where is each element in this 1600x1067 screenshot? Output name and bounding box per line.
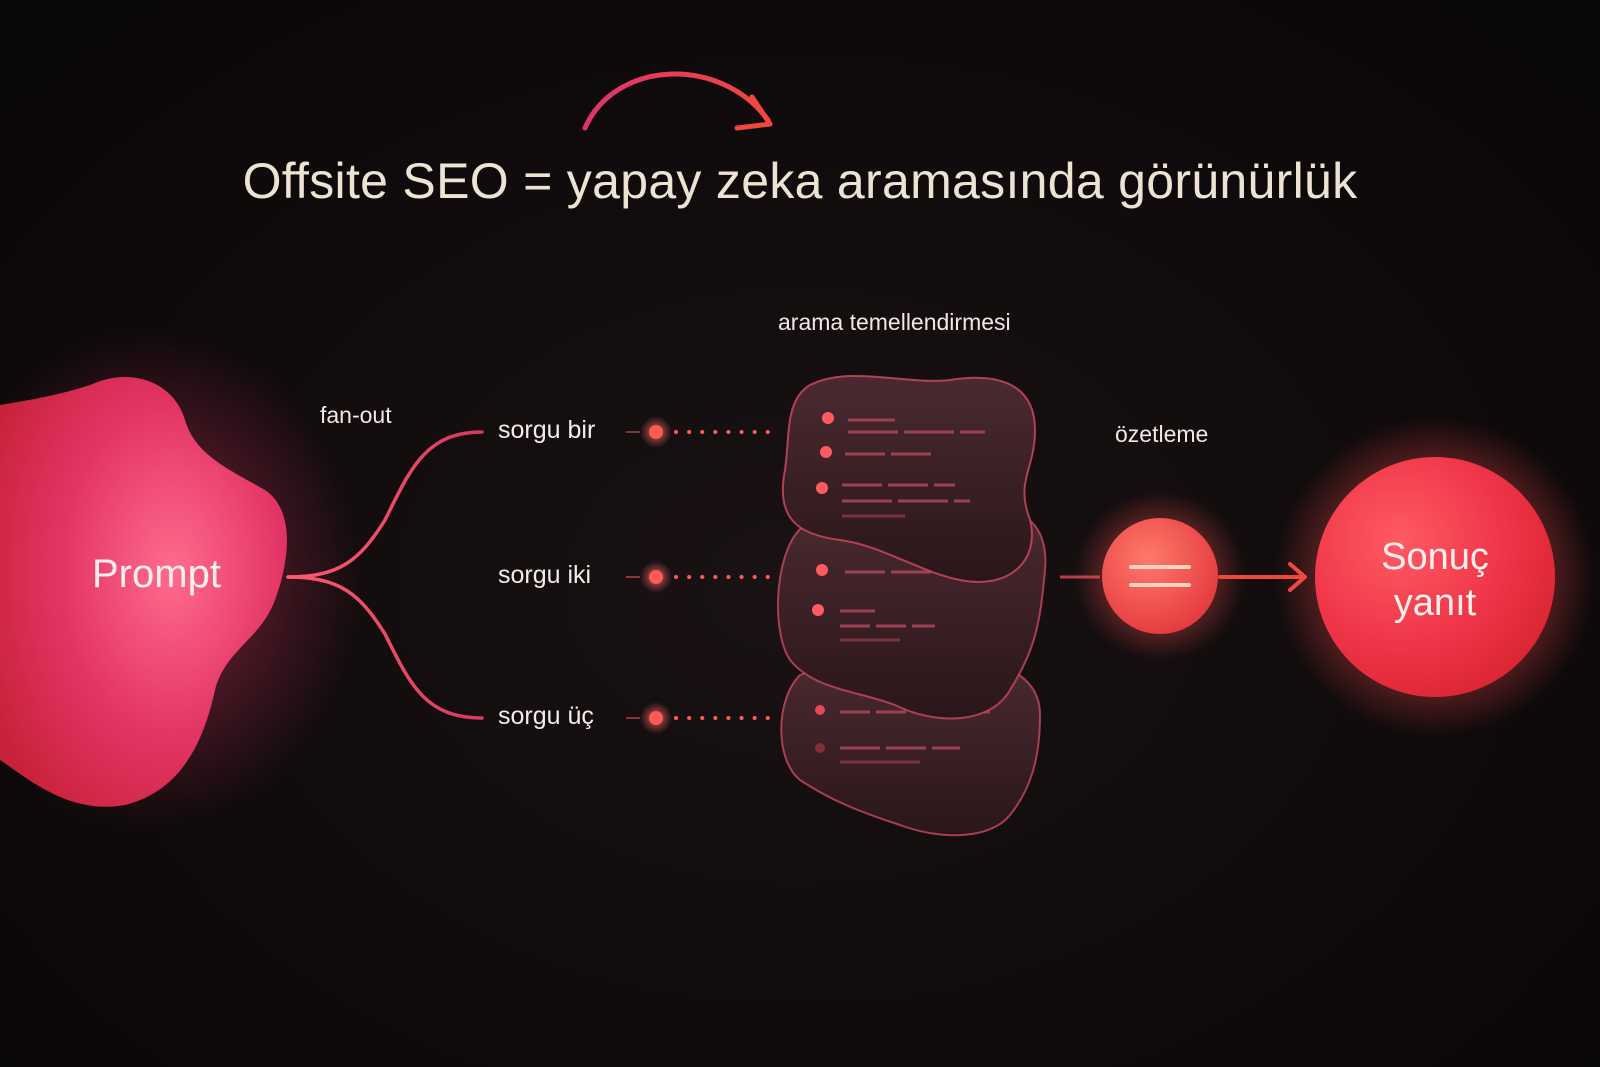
prompt-blob [0, 330, 360, 830]
query-dot-2 [626, 561, 772, 593]
query-connectors [626, 416, 772, 734]
search-card-1 [781, 374, 1037, 583]
result-node [1275, 417, 1595, 737]
summarization-label: özetleme [1115, 421, 1209, 447]
query-dot-1 [626, 416, 772, 448]
query-label-1: sorgu bir [498, 416, 596, 444]
summarization-node [1075, 491, 1245, 661]
query-label-3: sorgu üç [498, 702, 594, 730]
query-dot-3 [626, 702, 772, 734]
result-label: Sonuç yanıt [1320, 534, 1550, 626]
equals-icon [1129, 565, 1191, 587]
fan-out-lines [286, 430, 484, 720]
prompt-label: Prompt [92, 552, 221, 596]
page-title: Offsite SEO = yapay zeka aramasında görü… [242, 153, 1358, 209]
result-label-line-2: yanıt [1393, 582, 1477, 624]
search-grounding-label: arama temellendirmesi [778, 309, 1011, 335]
fan-out-label: fan-out [320, 402, 392, 428]
query-label-2: sorgu iki [498, 561, 592, 589]
result-label-line-1: Sonuç [1381, 536, 1489, 578]
title-arrow-icon [582, 71, 773, 131]
